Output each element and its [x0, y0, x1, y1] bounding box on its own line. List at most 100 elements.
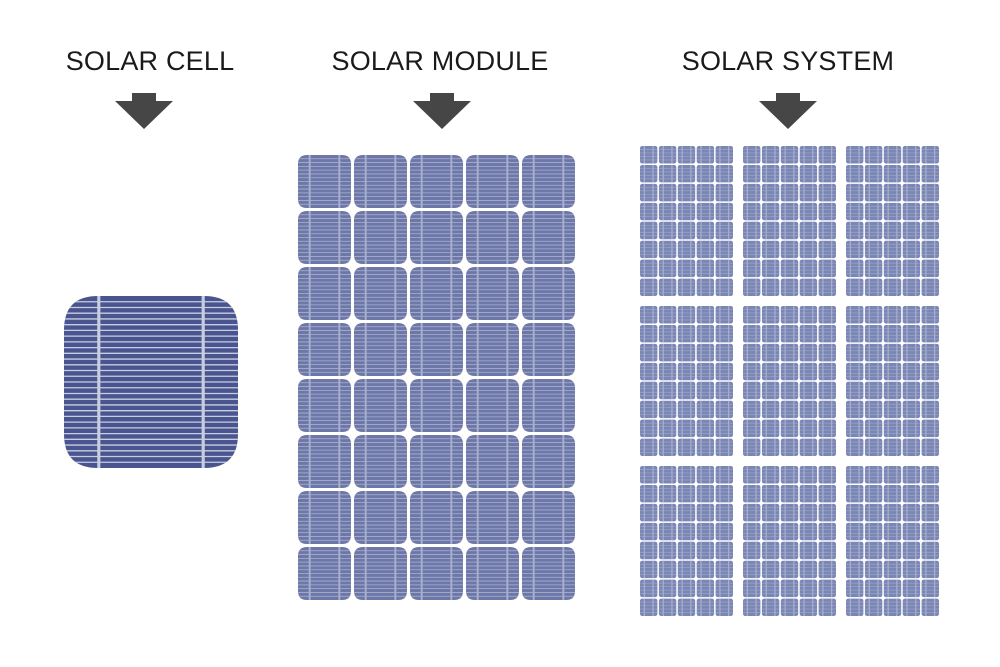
cell: [780, 240, 799, 259]
cell: [902, 598, 921, 616]
cell: [921, 484, 939, 503]
cell: [864, 259, 883, 278]
cell: [846, 484, 864, 503]
cell: [799, 183, 818, 202]
cell: [743, 164, 761, 183]
cell: [761, 240, 780, 259]
cell: [743, 278, 761, 296]
cell: [883, 278, 902, 296]
cell: [883, 503, 902, 522]
cell: [846, 522, 864, 541]
cell: [761, 259, 780, 278]
cell: [761, 146, 780, 164]
cell: [677, 419, 696, 438]
cell: [818, 306, 836, 324]
cell: [921, 541, 939, 560]
cell: [743, 183, 761, 202]
solar-module-label: SOLAR MODULE: [331, 46, 549, 76]
cell: [677, 484, 696, 503]
cell: [761, 541, 780, 560]
cell: [677, 560, 696, 579]
cell: [658, 419, 677, 438]
cell: [715, 400, 733, 419]
cell: [921, 306, 939, 324]
cell: [864, 221, 883, 240]
cell: [715, 522, 733, 541]
cell: [677, 240, 696, 259]
cell: [658, 598, 677, 616]
cell: [799, 503, 818, 522]
cell: [921, 278, 939, 296]
cell: [696, 400, 715, 419]
cell: [780, 400, 799, 419]
cell: [846, 400, 864, 419]
cell: [677, 541, 696, 560]
cell: [761, 362, 780, 381]
cell: [818, 164, 836, 183]
cell: [799, 202, 818, 221]
cell: [743, 438, 761, 456]
cell: [846, 579, 864, 598]
cell: [298, 379, 351, 432]
cell: [864, 164, 883, 183]
cell: [864, 579, 883, 598]
cell: [677, 522, 696, 541]
cell: [780, 183, 799, 202]
cell: [677, 324, 696, 343]
cell: [780, 221, 799, 240]
cell: [696, 343, 715, 362]
cell: [715, 183, 733, 202]
cell: [921, 362, 939, 381]
cell: [921, 400, 939, 419]
cell: [696, 240, 715, 259]
cell: [658, 221, 677, 240]
cell: [780, 164, 799, 183]
cell: [799, 381, 818, 400]
cell: [799, 438, 818, 456]
solar-panel: [743, 306, 836, 456]
cell: [640, 579, 658, 598]
cell: [696, 221, 715, 240]
cell: [640, 259, 658, 278]
cell: [658, 164, 677, 183]
cell: [864, 466, 883, 484]
cell: [818, 221, 836, 240]
cell: [864, 343, 883, 362]
cell: [761, 560, 780, 579]
cell: [902, 278, 921, 296]
cell: [522, 267, 575, 320]
cell: [846, 259, 864, 278]
cell: [761, 503, 780, 522]
cell: [902, 259, 921, 278]
cell: [743, 579, 761, 598]
cell: [743, 306, 761, 324]
cell: [864, 419, 883, 438]
cell: [846, 419, 864, 438]
cell: [761, 202, 780, 221]
cell: [818, 343, 836, 362]
cell: [677, 381, 696, 400]
cell: [864, 484, 883, 503]
cell: [902, 503, 921, 522]
cell: [522, 323, 575, 376]
cell: [921, 221, 939, 240]
cell: [818, 503, 836, 522]
cell: [677, 598, 696, 616]
cell: [921, 164, 939, 183]
cell: [799, 560, 818, 579]
cell: [715, 438, 733, 456]
cell: [864, 541, 883, 560]
cell: [743, 503, 761, 522]
cell: [466, 155, 519, 208]
cell: [761, 484, 780, 503]
cell: [846, 306, 864, 324]
cell: [761, 278, 780, 296]
solar-system-label: SOLAR SYSTEM: [681, 46, 895, 76]
cell: [846, 503, 864, 522]
cell: [864, 146, 883, 164]
cell: [640, 466, 658, 484]
cell: [715, 503, 733, 522]
cell: [818, 202, 836, 221]
cell: [921, 560, 939, 579]
cell: [715, 466, 733, 484]
